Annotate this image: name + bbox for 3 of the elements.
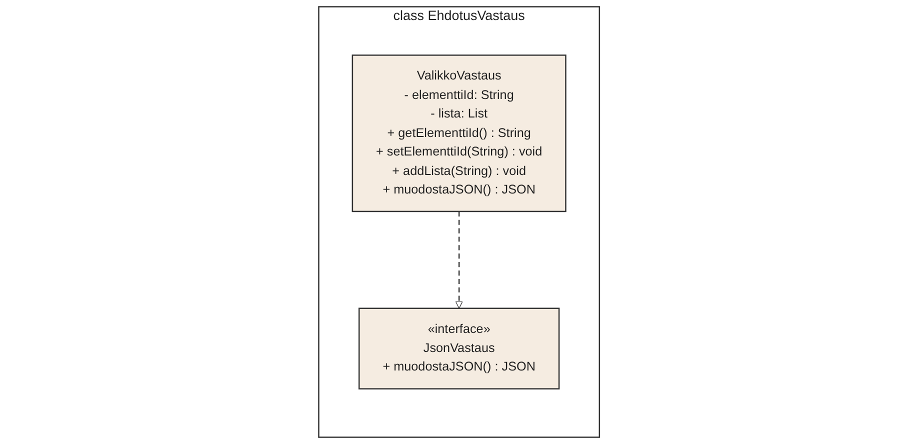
- node-box: ValikkoVastaus - elementtiId: String - lista: List + getElementtiId() : String + setElementtiId(String) : void + addLista(String) : void + muodostaJSON() : JSON: [352, 54, 566, 212]
- node-box: «interface» JsonVastaus + muodostaJSON() : JSON: [358, 308, 560, 390]
- arrow: [455, 211, 463, 309]
